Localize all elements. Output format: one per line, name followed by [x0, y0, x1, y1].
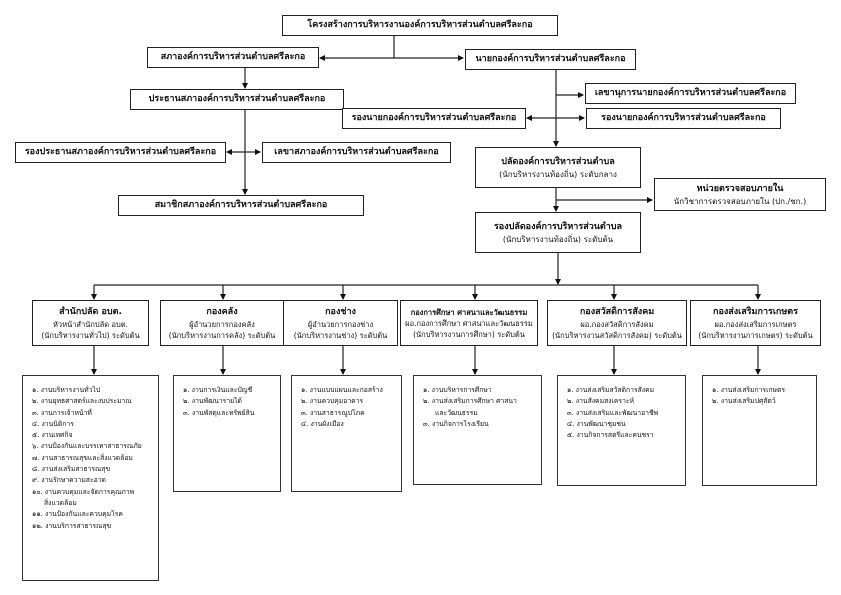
task-item: ๒. งานยุทธศาสตร์และงบประมาณ	[32, 397, 132, 406]
department-box: กองคลัง ผู้อำนวยการกองคลัง (นักบริหารงาน…	[160, 300, 284, 346]
task-item: ๕. งานกิจการสตรีและคนชรา	[567, 431, 654, 440]
clerk-title: ปลัดองค์การบริหารส่วนตำบล	[501, 156, 615, 167]
deputy-mayor-label: รองนายกองค์การบริหารส่วนตำบลศรีละกอ	[601, 113, 766, 123]
council-members-box: สมาชิกสภาองค์การบริหารส่วนตำบลศรีละกอ	[118, 195, 364, 216]
department-name: สำนักปลัด อบต.	[59, 306, 122, 317]
task-item: ๑. งานบริหารการศึกษา	[423, 386, 492, 394]
department-head: ผอ.กองสวัสดิการสังคม	[580, 319, 654, 329]
task-item: ๗. งานสาธารณสุขและสิ่งแวดล้อม	[32, 453, 133, 462]
department-box: กองส่งเสริมการเกษตร ผอ.กองส่งเสริมการเกษ…	[690, 300, 821, 346]
task-item: ๑. งานการเงินและบัญชี	[183, 386, 253, 394]
task-item: ๑. งานส่งเสริมสวัสดิการสังคม	[567, 386, 655, 394]
department-level: (นักบริหารงานการศึกษา) ระดับต้น	[413, 329, 525, 339]
department-name: กองช่าง	[325, 306, 356, 317]
department-level: (นักบริหารงานทั่วไป) ระดับต้น	[41, 330, 140, 340]
task-list: ๑. งานแบบแผนและก่อสร้าง ๒. งานควบคุมอาคา…	[291, 375, 402, 492]
task-item: ๒. งานควบคุมอาคาร	[301, 397, 364, 406]
task-item: ๑๐. งานควบคุมและจัดการคุณภาพ	[32, 487, 135, 496]
department-name: กองสวัสดิการสังคม	[579, 306, 655, 317]
mayor-label: นายกองค์การบริหารส่วนตำบลศรีละกอ	[475, 54, 626, 64]
department-name: กองส่งเสริมการเกษตร	[713, 306, 798, 317]
task-list: ๑. งานส่งเสริมสวัสดิการสังคม ๒. งานสังคม…	[557, 375, 686, 486]
audit-position: นักวิชาการตรวจสอบภายใน (ปก./ชก.)	[673, 196, 807, 206]
task-item: ๔. งานผังเมือง	[301, 419, 344, 428]
council-vice-chair-label: รองประธานสภาองค์การบริหารส่วนตำบลศรีละกอ	[24, 147, 217, 157]
department-level: (นักบริหารงานสวัสดิการสังคม) ระดับต้น	[552, 330, 682, 340]
task-list: ๑. งานบริหารงานทั่วไป ๒. งานยุทธศาสตร์แล…	[22, 375, 159, 581]
task-list: ๑. งานบริหารการศึกษา ๒. งานส่งเสริมการศึ…	[413, 375, 542, 485]
task-item: ๕. งานเทศกิจ	[32, 431, 73, 440]
department-head: ผู้อำนวยการกองช่าง	[307, 319, 374, 329]
department-box: กองสวัสดิการสังคม ผอ.กองสวัสดิการสังคม (…	[547, 300, 687, 346]
department-name: กองการศึกษา ศาสนาและวัฒนธรรม	[410, 307, 528, 317]
audit-title: หน่วยตรวจสอบภายใน	[696, 183, 784, 194]
department-head: ผอ.กองส่งเสริมการเกษตร	[714, 319, 797, 329]
task-item: ๑. งานบริหารงานทั่วไป	[32, 386, 101, 394]
task-item: ๙. งานรักษาความสะอาด	[32, 476, 106, 485]
council-secretary-label: เลขาสภาองค์การบริหารส่วนตำบลศรีละกอ	[274, 147, 439, 157]
department-head: หัวหน้าสำนักปลัด อบต.	[52, 319, 129, 329]
task-item: ๒. งานส่งเสริมการศึกษา ศาสนา	[423, 397, 517, 406]
department-level: (นักบริหารงานช่าง) ระดับต้น	[293, 330, 388, 340]
task-item: ๘. งานส่งเสริมสาธารณสุข	[32, 465, 111, 474]
task-item: ๒. งานพัฒนารายได้	[183, 397, 242, 406]
task-item: ๓. งานส่งเสริมและพัฒนาอาชีพ	[567, 408, 659, 417]
task-list: ๑. งานการเงินและบัญชี ๒. งานพัฒนารายได้ …	[173, 375, 281, 492]
mayor-secretary-box: เลขานุการนายกองค์การบริหารส่วนตำบลศรีละก…	[585, 83, 796, 104]
department-name: กองคลัง	[206, 306, 238, 317]
task-item: ๔. งานพัฒนาชุมชน	[567, 419, 626, 428]
task-item: ๔. งานนิติการ	[32, 419, 74, 428]
council-box: สภาองค์การบริหารส่วนตำบลศรีละกอ	[147, 47, 319, 68]
department-box: สำนักปลัด อบต. หัวหน้าสำนักปลัด อบต. (นั…	[32, 300, 149, 346]
task-item: ๓. งานสาธารณูปโภค	[301, 408, 365, 417]
council-members-label: สมาชิกสภาองค์การบริหารส่วนตำบลศรีละกอ	[154, 200, 328, 210]
task-item: ๑๑. งานป้องกันและควบคุมโรค	[32, 510, 123, 519]
task-item: ๓. งานการเจ้าหน้าที่	[32, 408, 92, 417]
department-level: (นักบริหารงานการคลัง) ระดับต้น	[168, 330, 276, 340]
deputy-clerk-title: รองปลัดองค์การบริหารส่วนตำบล	[493, 221, 623, 232]
task-item: ๓. งานพัสดุและทรัพย์สิน	[183, 408, 255, 417]
clerk-box: ปลัดองค์การบริหารส่วนตำบล (นักบริหารงานท…	[475, 147, 641, 188]
deputy-mayor-right-box: รองนายกองค์การบริหารส่วนตำบลศรีละกอ	[586, 108, 781, 129]
task-item: ๒. งานส่งเสริมปศุสัตว์	[712, 397, 776, 406]
internal-audit-box: หน่วยตรวจสอบภายใน นักวิชาการตรวจสอบภายใน…	[654, 178, 826, 211]
department-box: กองช่าง ผู้อำนวยการกองช่าง (นักบริหารงาน…	[283, 300, 398, 346]
council-vice-chair-box: รองประธานสภาองค์การบริหารส่วนตำบลศรีละกอ	[15, 142, 226, 163]
deputy-mayor-label: รองนายกองค์การบริหารส่วนตำบลศรีละกอ	[351, 113, 517, 123]
task-item: ๑๒. งานบริการสาธารณสุข	[32, 521, 112, 530]
task-item: ๑. งานแบบแผนและก่อสร้าง	[301, 386, 383, 394]
task-item: ๖. งานป้องกันและบรรเทาสาธารณภัย	[32, 442, 142, 451]
org-title: โครงสร้างการบริหารงานองค์การบริหารส่วนตำ…	[307, 20, 533, 30]
council-chair-label: ประธานสภาองค์การบริหารส่วนตำบลศรีละกอ	[148, 94, 326, 104]
council-secretary-box: เลขาสภาองค์การบริหารส่วนตำบลศรีละกอ	[262, 142, 451, 163]
task-item: ๑. งานส่งเสริมการเกษตร	[712, 386, 786, 394]
department-head: ผอ.กองการศึกษา ศาสนาและวัฒนธรรม	[405, 318, 533, 328]
title-box: โครงสร้างการบริหารงานองค์การบริหารส่วนตำ…	[282, 15, 558, 36]
task-item-continued: และวัฒนธรรม	[435, 408, 478, 417]
mayor-box: นายกองค์การบริหารส่วนตำบลศรีละกอ	[465, 49, 636, 70]
mayor-secretary-label: เลขานุการนายกองค์การบริหารส่วนตำบลศรีละก…	[594, 88, 787, 98]
task-item: ๒. งานสังคมสงเคราะห์	[567, 397, 635, 406]
deputy-mayor-left-box: รองนายกองค์การบริหารส่วนตำบลศรีละกอ	[342, 108, 526, 129]
task-item-continued: สิ่งแวดล้อม	[44, 498, 77, 507]
task-list: ๑. งานส่งเสริมการเกษตร ๒. งานส่งเสริมปศุ…	[702, 375, 817, 486]
department-box: กองการศึกษา ศาสนาและวัฒนธรรม ผอ.กองการศึ…	[400, 300, 538, 346]
council-chair-box: ประธานสภาองค์การบริหารส่วนตำบลศรีละกอ	[130, 89, 344, 110]
deputy-clerk-level: (นักบริหารงานท้องถิ่น) ระดับต้น	[502, 234, 614, 244]
deputy-clerk-box: รองปลัดองค์การบริหารส่วนตำบล (นักบริหารง…	[475, 212, 641, 253]
department-head: ผู้อำนวยการกองคลัง	[189, 319, 255, 329]
clerk-level: (นักบริหารงานท้องถิ่น) ระดับกลาง	[499, 169, 617, 179]
council-label: สภาองค์การบริหารส่วนตำบลศรีละกอ	[160, 52, 306, 62]
department-level: (นักบริหารงานการเกษตร) ระดับต้น	[698, 330, 813, 340]
task-item: ๓. งานกิจการโรงเรียน	[423, 419, 489, 428]
